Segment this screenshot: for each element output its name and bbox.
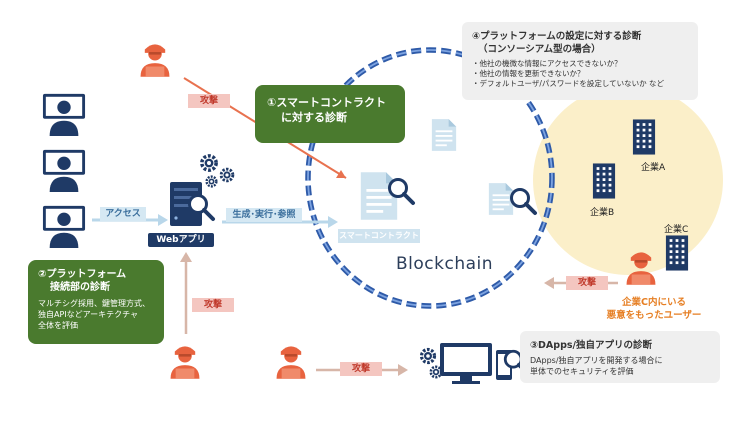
gear-icon <box>419 347 437 365</box>
document-icon <box>360 172 398 220</box>
section4-item: ・他社の機微な情報にアクセスできないか？ <box>472 59 622 68</box>
generate-label: 生成･実行･参照 <box>226 208 302 222</box>
attack-label: 攻撃 <box>566 276 608 290</box>
building-icon <box>632 119 656 155</box>
section1-title-line2: に対する診断 <box>281 111 347 124</box>
gear-icon <box>205 175 218 188</box>
section4-box: ④プラットフォームの設定に対する診断 （コンソーシアム型の場合） ・他社の機微な… <box>462 22 698 100</box>
gear-icon <box>200 154 218 172</box>
section2-desc-line1: マルチシグ採用、鍵管理方式、 <box>38 299 150 308</box>
document-icon <box>488 183 514 215</box>
section3-box: ③DApps/独自アプリの診断 DApps/独自アプリを開発する場合に 単体での… <box>520 331 720 383</box>
section4-item: ・デフォルトユーザ/パスワードを設定していないか など <box>472 79 665 88</box>
hacker-icon <box>170 346 200 379</box>
blockchain-label: Blockchain <box>396 254 494 274</box>
user-icon <box>42 205 86 248</box>
attack-label: 攻撃 <box>340 362 382 376</box>
access-label: アクセス <box>100 207 146 221</box>
section1-title-line1: ①スマートコントラクト <box>267 96 386 109</box>
section2-box: ②プラットフォーム 接続部の診断 マルチシグ採用、鍵管理方式、 独自APIなどア… <box>28 260 164 344</box>
section4-title-line2: （コンソーシアム型の場合） <box>478 44 601 55</box>
hacker-icon <box>276 346 306 379</box>
webapp-label: Webアプリ <box>148 233 214 247</box>
section2-desc-line3: 全体を評価 <box>38 321 78 330</box>
document-icon <box>431 119 457 151</box>
user-icon <box>42 149 86 192</box>
malicious-line2: 悪意をもったユーザー <box>606 310 702 321</box>
section4-title-line1: ④プラットフォームの設定に対する診断 <box>472 31 642 42</box>
smart-contract-label: スマートコントラクト <box>338 229 420 243</box>
section3-desc-line1: DApps/独自アプリを開発する場合に <box>530 356 663 365</box>
malicious-user-caption: 企業C内にいる 悪意をもったユーザー <box>594 296 714 322</box>
magnifier-icon <box>509 187 537 215</box>
attack-label: 攻撃 <box>192 298 234 312</box>
gear-icon <box>219 167 235 183</box>
consortium-area <box>533 85 723 275</box>
server-icon <box>170 182 202 226</box>
building-icon <box>592 163 616 199</box>
section2-title-line1: ②プラットフォーム <box>38 269 127 280</box>
company-b-label: 企業B <box>590 208 615 218</box>
section2-title-line2: 接続部の診断 <box>50 282 110 293</box>
attack-label: 攻撃 <box>188 94 230 108</box>
gear-icon <box>429 365 443 379</box>
company-c-label: 企業C <box>664 225 689 235</box>
user-icon <box>42 93 86 136</box>
section3-desc-line2: 単体でのセキュリティを評価 <box>530 367 634 376</box>
company-a-label: 企業A <box>641 163 666 173</box>
monitor-icon <box>440 343 492 384</box>
building-icon <box>665 235 689 271</box>
section1-box: ①スマートコントラクト に対する診断 <box>255 85 405 143</box>
malicious-line1: 企業C内にいる <box>622 297 686 308</box>
section4-item: ・他社の情報を更新できないか？ <box>472 69 585 78</box>
hacker-icon <box>140 44 170 77</box>
section2-desc-line2: 独自APIなどアーキテクチャ <box>38 310 139 319</box>
section3-title: ③DApps/独自アプリの診断 <box>530 340 653 351</box>
